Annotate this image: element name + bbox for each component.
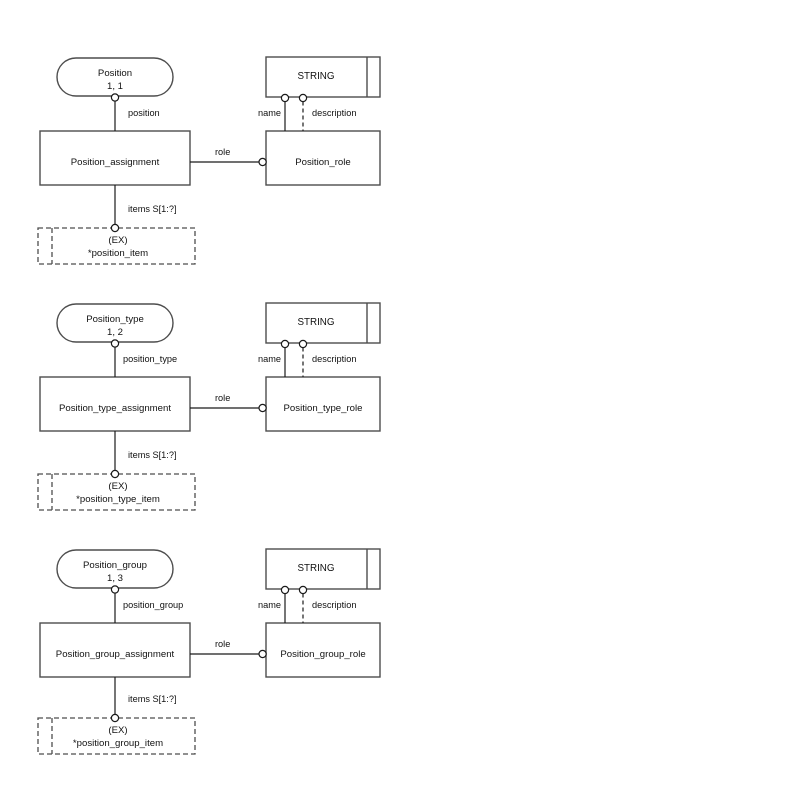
assignment-box-shape [39,622,191,678]
string-box-shape [265,548,381,590]
role-box-shape [265,376,381,432]
connection-circle [280,93,290,103]
connection-circle [298,93,308,103]
connection-string-name: name [258,93,290,131]
connection-assignment-to-external: items S[1:?] [110,431,177,479]
connection-string-name: name [258,339,290,377]
edge-label-items: items S[1:?] [128,204,177,214]
external-ref-name: *position_type_item [76,494,160,505]
connection-circle [110,339,120,348]
external-ref-name: *position_item [88,248,148,259]
assignment-box-label: Position_type_assignment [59,403,171,414]
select-type-page-ref: 1, 1 [107,81,123,92]
edge-label-name: name [258,354,281,364]
connection-string-name: name [258,585,290,623]
role-box-label: Position_group_role [280,649,365,660]
edge-label-select: position_group [123,600,183,610]
connection-select-to-assignment: position [110,93,160,131]
connection-circle [298,585,308,595]
connection-circle [110,713,120,723]
edge-label-name: name [258,108,281,118]
entity-node-role[interactable]: Position_role [265,130,381,186]
select-type-page-ref: 1, 3 [107,573,123,584]
assignment-box-label: Position_assignment [71,157,160,168]
select-type-name: Position_group [83,560,147,571]
diagram-group-position-group: Position_group 1, 3 STRING Position_grou… [37,548,381,755]
entity-node-assignment[interactable]: Position_type_assignment [39,376,191,432]
external-ref-shape [37,473,196,511]
role-box-shape [265,622,381,678]
string-box-shape [265,302,381,344]
connection-select-to-assignment: position_type [110,339,177,377]
connection-circle [280,585,290,595]
connection-circle [258,157,267,167]
edge-label-items: items S[1:?] [128,694,177,704]
string-box-label: STRING [297,317,334,328]
edge-label-name: name [258,600,281,610]
assignment-box-label: Position_group_assignment [56,649,175,660]
external-ref-shape [37,717,196,755]
diagram-group-position: Position 1, 1 STRING Position_assignment… [37,56,381,265]
edge-label-select: position [128,108,160,118]
external-ref-tag: (EX) [108,725,127,736]
connection-circle [110,585,120,594]
role-box-shape [265,130,381,186]
entity-node-role[interactable]: Position_type_role [265,376,381,432]
primitive-type-node-string[interactable]: STRING [265,548,381,590]
edge-label-role: role [215,147,230,157]
select-type-node-position-type[interactable]: Position_type 1, 2 [56,303,174,343]
connection-circle [258,403,267,413]
connection-circle [110,93,120,102]
connection-circle [110,469,120,479]
connection-string-description: description [298,585,356,623]
role-box-label: Position_type_role [284,403,363,414]
select-type-page-ref: 1, 2 [107,327,123,338]
edge-label-items: items S[1:?] [128,450,177,460]
primitive-type-node-string[interactable]: STRING [265,56,381,98]
diagram-group-position-type: Position_type 1, 2 STRING Position_type_… [37,302,381,511]
external-ref-node[interactable]: (EX) *position_type_item [37,473,196,511]
string-box-label: STRING [297,563,334,574]
connection-assignment-to-role: role [190,147,267,167]
edge-label-select: position_type [123,354,177,364]
external-ref-tag: (EX) [108,481,127,492]
edge-label-role: role [215,393,230,403]
entity-node-assignment[interactable]: Position_assignment [39,130,191,186]
connection-circle [298,339,308,349]
edge-label-description: description [312,354,356,364]
connection-select-to-assignment: position_group [110,585,183,623]
edge-label-role: role [215,639,230,649]
connection-string-description: description [298,339,356,377]
string-box-label: STRING [297,71,334,82]
connection-circle [280,339,290,349]
select-type-name: Position_type [86,314,144,325]
edge-label-description: description [312,108,356,118]
select-type-node-position[interactable]: Position 1, 1 [56,57,174,97]
entity-node-role[interactable]: Position_group_role [265,622,381,678]
primitive-type-node-string[interactable]: STRING [265,302,381,344]
string-box-shape [265,56,381,98]
connection-string-description: description [298,93,356,131]
connection-assignment-to-external: items S[1:?] [110,185,177,233]
entity-node-assignment[interactable]: Position_group_assignment [39,622,191,678]
select-type-node-position-group[interactable]: Position_group 1, 3 [56,549,174,589]
role-box-label: Position_role [295,157,350,168]
external-ref-shape [37,227,196,265]
external-ref-tag: (EX) [108,235,127,246]
connection-assignment-to-role: role [190,393,267,413]
edge-label-description: description [312,600,356,610]
connection-circle [110,223,120,233]
external-ref-name: *position_group_item [73,738,163,749]
connection-circle [258,649,267,659]
connection-assignment-to-external: items S[1:?] [110,677,177,723]
external-ref-node[interactable]: (EX) *position_group_item [37,717,196,755]
external-ref-node[interactable]: (EX) *position_item [37,227,196,265]
connection-assignment-to-role: role [190,639,267,659]
select-type-name: Position [98,68,132,79]
